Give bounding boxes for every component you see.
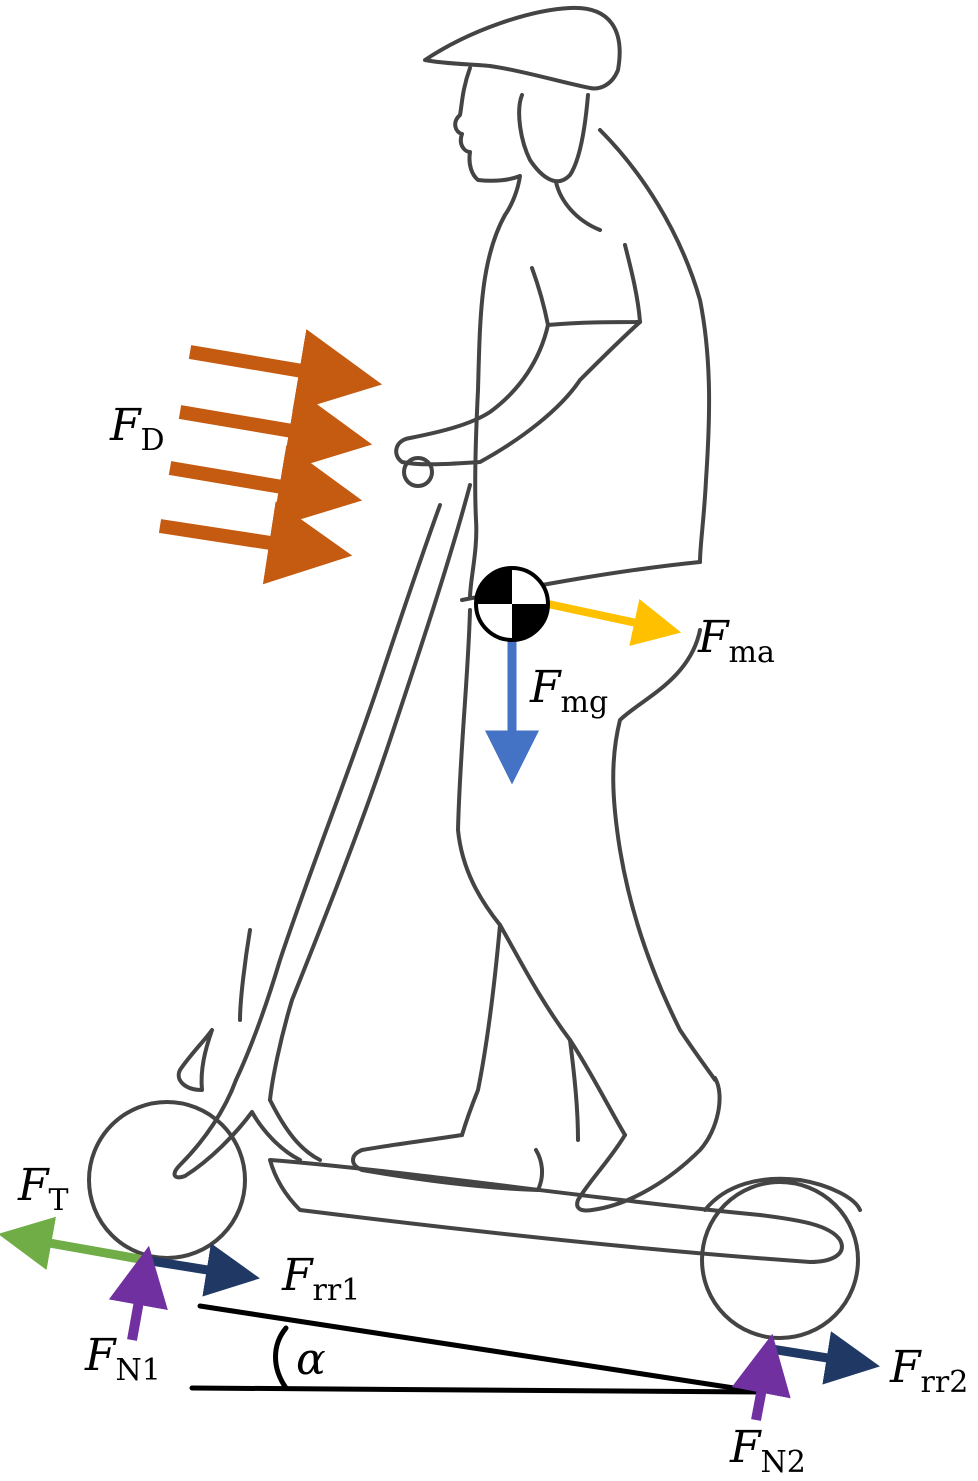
rr1-label: Frr1 xyxy=(281,1250,360,1308)
drag-label-sub: D xyxy=(141,423,165,458)
incline-base-line xyxy=(189,1385,763,1395)
incline: α xyxy=(189,1303,763,1395)
drag-arrow-2 xyxy=(178,389,373,472)
n1-label: FN1 xyxy=(84,1330,161,1388)
drag-force: FD xyxy=(109,329,383,585)
scooter-stem xyxy=(234,503,442,1082)
rolling-resistance-front: Frr1 xyxy=(144,1243,360,1308)
n2-label-sub: N2 xyxy=(761,1445,806,1480)
drag-label-main: F xyxy=(109,400,142,451)
rider-head xyxy=(453,66,522,217)
scooter-neck xyxy=(238,928,322,1162)
rider-back xyxy=(598,128,712,564)
traction-arrow xyxy=(0,1216,146,1270)
angle-label: α xyxy=(296,1334,326,1385)
scooter-fork-2 xyxy=(176,1028,214,1092)
rolling-resistance-rear: Frr2 xyxy=(764,1331,968,1400)
traction-label-main: F xyxy=(17,1160,50,1211)
gravity-label: Fmg xyxy=(529,662,608,720)
mass-accel-arrow xyxy=(547,599,682,646)
handlebar-grip xyxy=(402,456,434,488)
gravity-label-sub: mg xyxy=(561,685,609,720)
scooter-stem-inner xyxy=(268,483,472,1102)
rider-front-leg xyxy=(456,608,627,1137)
normal-force-front: FN1 xyxy=(84,1245,168,1388)
scooter-fork xyxy=(172,1078,302,1180)
drag-arrow-4 xyxy=(158,501,353,585)
mass-accel-label: Fma xyxy=(697,612,775,670)
angle-arc xyxy=(273,1325,289,1391)
rider-inner-leg-2 xyxy=(568,1038,580,1142)
rr2-label: Frr2 xyxy=(889,1342,968,1400)
n1-arrow xyxy=(108,1245,168,1341)
scooter-deck xyxy=(268,1158,844,1264)
drag-arrow-3 xyxy=(168,445,363,528)
gravity-label-main: F xyxy=(529,662,562,713)
traction-label: FT xyxy=(17,1160,69,1218)
traction-label-sub: T xyxy=(49,1183,69,1218)
incline-slope-line xyxy=(197,1303,763,1395)
rider-torso xyxy=(468,213,507,600)
rider-front-shoe xyxy=(351,1133,545,1192)
center-of-mass-icon xyxy=(474,566,550,642)
rider-inner-leg xyxy=(460,923,502,1137)
rear-fender xyxy=(703,1176,862,1212)
drag-label: FD xyxy=(109,400,165,458)
normal-force-rear: FN2 xyxy=(729,1333,806,1480)
rr1-arrow xyxy=(144,1243,260,1297)
rr2-label-main: F xyxy=(889,1342,922,1393)
n1-label-sub: N1 xyxy=(116,1353,161,1388)
mass-accel-label-sub: ma xyxy=(729,635,775,670)
rider-sleeve xyxy=(530,243,642,327)
rr1-label-main: F xyxy=(281,1250,314,1301)
rr2-label-sub: rr2 xyxy=(921,1365,969,1400)
rider-arm xyxy=(394,320,642,467)
rider-neck xyxy=(554,180,602,232)
rr1-label-sub: rr1 xyxy=(313,1273,361,1308)
n2-label: FN2 xyxy=(729,1422,806,1480)
mass-accel-label-main: F xyxy=(697,612,730,663)
n2-label-main: F xyxy=(729,1422,762,1473)
n1-label-main: F xyxy=(84,1330,117,1381)
rider-ear xyxy=(517,93,590,184)
rider-scooter-drawing xyxy=(87,5,862,1340)
helmet-icon xyxy=(423,5,622,91)
front-wheel xyxy=(87,1100,247,1260)
drag-arrow-1 xyxy=(188,329,383,412)
rr2-arrow xyxy=(764,1331,880,1385)
gravity-force: Fmg xyxy=(485,640,608,785)
rider-back-leg xyxy=(611,628,717,1082)
mass-accel-force: Fma xyxy=(547,599,775,670)
rider-back-shoe xyxy=(575,1076,722,1213)
n2-arrow xyxy=(731,1333,791,1421)
